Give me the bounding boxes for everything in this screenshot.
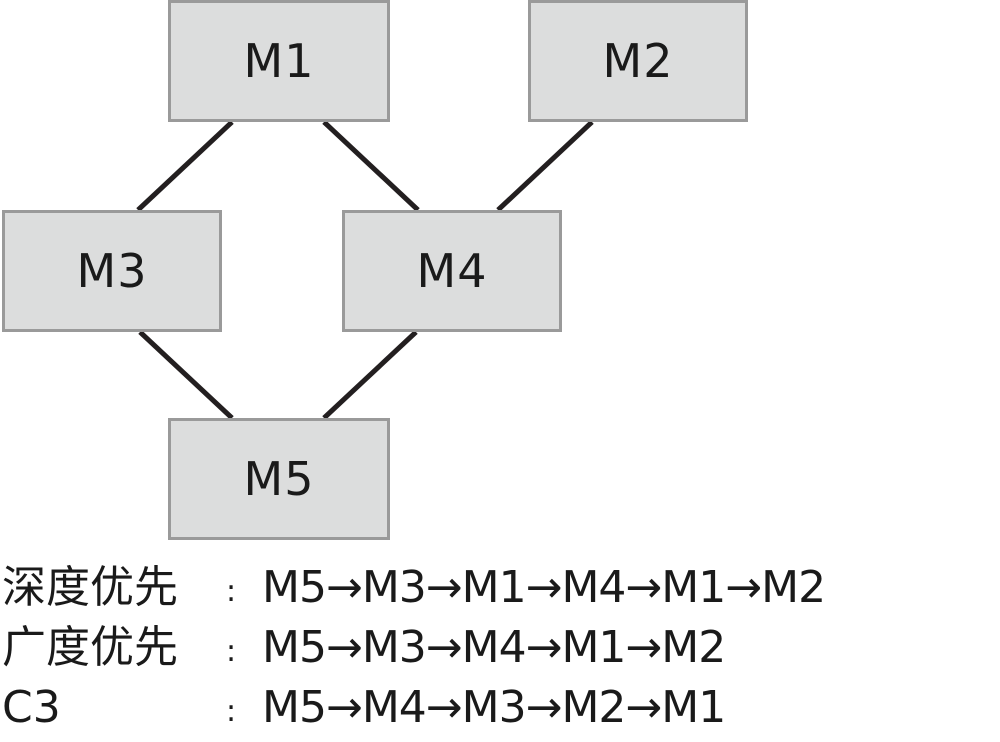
node-m3: M3: [2, 210, 222, 332]
order-row-depth-first: 深度优先 : M5→M3→M1→M4→M1→M2: [0, 558, 1000, 618]
resolution-orders: 深度优先 : M5→M3→M1→M4→M1→M2 广度优先 : M5→M3→M4…: [0, 558, 1000, 738]
edge-m3-m5: [138, 330, 234, 420]
edge-m1-m4: [322, 120, 420, 212]
order-label: C3: [2, 682, 61, 733]
edge-layer: [136, 120, 594, 420]
node-m2: M2: [528, 0, 748, 122]
node-m4-label: M4: [416, 244, 488, 298]
order-colon: :: [226, 694, 237, 729]
order-sequence: M5→M3→M4→M1→M2: [262, 622, 726, 673]
node-m1-label: M1: [243, 34, 315, 88]
order-colon: :: [226, 634, 237, 669]
node-m2-label: M2: [602, 34, 674, 88]
edge-m4-m5: [322, 330, 418, 420]
order-row-c3: C3 : M5→M4→M3→M2→M1: [0, 678, 1000, 738]
inheritance-diagram: M1 M2 M3 M4 M5: [2, 0, 748, 540]
order-colon: :: [226, 574, 237, 609]
order-sequence: M5→M3→M1→M4→M1→M2: [262, 562, 826, 613]
order-label: 广度优先: [2, 622, 178, 673]
order-sequence: M5→M4→M3→M2→M1: [262, 682, 726, 733]
order-row-breadth-first: 广度优先 : M5→M3→M4→M1→M2: [0, 618, 1000, 678]
order-label: 深度优先: [2, 562, 178, 613]
node-m5: M5: [168, 418, 390, 540]
edge-m2-m4: [496, 120, 594, 212]
node-m1: M1: [168, 0, 390, 122]
node-m4: M4: [342, 210, 562, 332]
node-m3-label: M3: [76, 244, 148, 298]
node-m5-label: M5: [243, 452, 315, 506]
edge-m1-m3: [136, 120, 234, 212]
